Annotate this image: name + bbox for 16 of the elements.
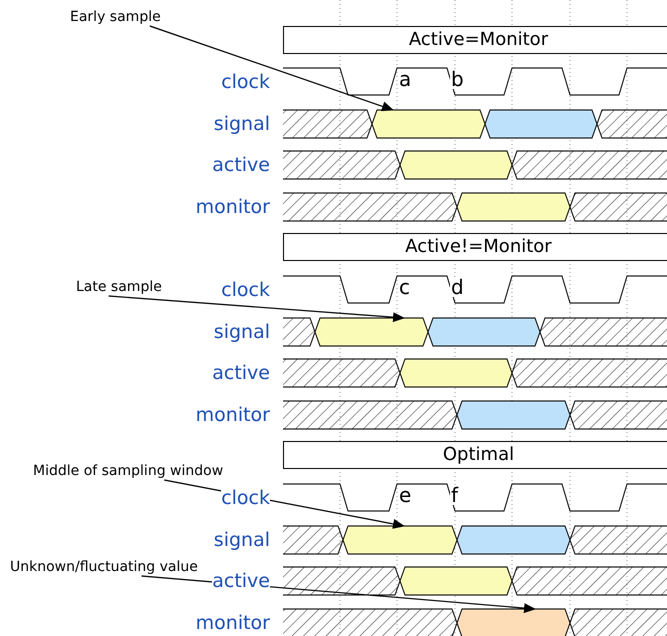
timing-marker: b bbox=[450, 69, 465, 89]
annotation-text: Late sample bbox=[76, 279, 162, 295]
arrow bbox=[150, 25, 394, 112]
timing-marker: d bbox=[450, 277, 465, 297]
annotation-text: Unknown/fluctuating value bbox=[10, 559, 198, 575]
data-segment bbox=[342, 526, 458, 554]
data-segment bbox=[456, 608, 571, 636]
section-header: Optimal bbox=[283, 441, 667, 469]
timing-marker: f bbox=[450, 485, 460, 505]
section-header: Active!=Monitor bbox=[283, 233, 667, 261]
section-header: Active=Monitor bbox=[283, 26, 667, 54]
data-segment bbox=[371, 110, 486, 138]
annotation-text: Early sample bbox=[70, 9, 161, 25]
data-segment bbox=[314, 318, 429, 346]
arrow bbox=[108, 295, 405, 322]
annotation-text: Middle of sampling window bbox=[33, 463, 224, 479]
